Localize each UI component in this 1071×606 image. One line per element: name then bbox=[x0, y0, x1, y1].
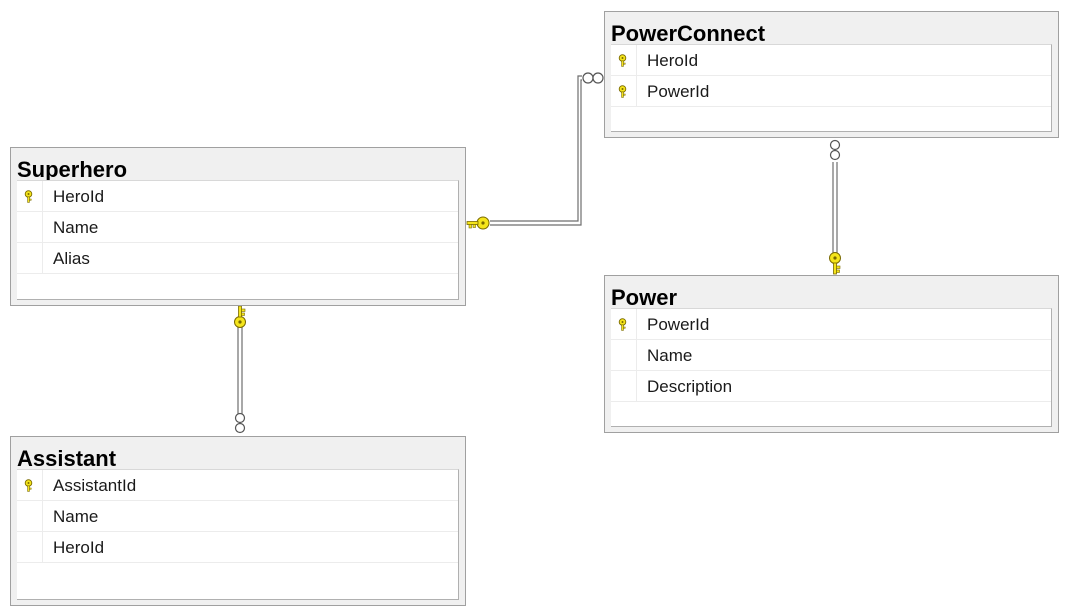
column-row[interactable]: HeroId bbox=[17, 181, 458, 212]
column-name: AssistantId bbox=[53, 476, 137, 495]
column-row[interactable]: PowerId bbox=[611, 76, 1051, 107]
column-name: Alias bbox=[53, 249, 90, 268]
table-title: Power bbox=[611, 285, 678, 310]
column-row[interactable]: Name bbox=[17, 212, 458, 243]
one-end-key-icon bbox=[234, 305, 246, 328]
column-row[interactable]: HeroId bbox=[611, 45, 1051, 76]
primary-key-icon bbox=[618, 54, 627, 67]
column-name: Name bbox=[53, 507, 99, 526]
row-selector[interactable] bbox=[611, 45, 637, 75]
primary-key-icon bbox=[618, 85, 627, 98]
column-row[interactable]: Name bbox=[17, 501, 458, 532]
row-selector[interactable] bbox=[611, 76, 637, 106]
one-end-key-icon bbox=[829, 252, 841, 275]
column-row[interactable]: Description bbox=[611, 371, 1051, 402]
column-name: PowerId bbox=[647, 82, 710, 101]
many-end-infinity-icon bbox=[582, 72, 604, 84]
relationship-superhero-assistant[interactable] bbox=[237, 324, 243, 414]
column-name: Name bbox=[647, 346, 693, 365]
primary-key-icon bbox=[618, 318, 627, 331]
primary-key-icon bbox=[24, 479, 33, 492]
relationship-power-powerconnect[interactable] bbox=[832, 162, 838, 254]
column-name: PowerId bbox=[647, 315, 710, 334]
primary-key-icon bbox=[24, 190, 33, 203]
column-row[interactable]: AssistantId bbox=[17, 470, 458, 501]
many-end-infinity-icon bbox=[234, 412, 246, 434]
row-selector[interactable] bbox=[17, 212, 43, 242]
row-selector[interactable] bbox=[611, 309, 637, 339]
table-title: Superhero bbox=[17, 157, 128, 182]
column-name: Name bbox=[53, 218, 99, 237]
row-selector[interactable] bbox=[611, 371, 637, 401]
row-selector[interactable] bbox=[17, 243, 43, 273]
column-row[interactable]: HeroId bbox=[17, 532, 458, 563]
row-selector[interactable] bbox=[17, 181, 43, 211]
column-name: HeroId bbox=[647, 51, 699, 70]
table-title: PowerConnect bbox=[611, 21, 766, 46]
one-end-key-icon bbox=[466, 216, 490, 230]
row-selector[interactable] bbox=[17, 470, 43, 500]
many-end-infinity-icon bbox=[829, 139, 841, 161]
column-row[interactable]: Name bbox=[611, 340, 1051, 371]
table-title: Assistant bbox=[17, 446, 117, 471]
column-name: HeroId bbox=[53, 538, 105, 557]
column-name: HeroId bbox=[53, 187, 105, 206]
column-name: Description bbox=[647, 377, 733, 396]
column-row[interactable]: PowerId bbox=[611, 309, 1051, 340]
row-selector[interactable] bbox=[17, 501, 43, 531]
relationship-superhero-powerconnect[interactable] bbox=[490, 75, 582, 226]
column-row[interactable]: Alias bbox=[17, 243, 458, 274]
row-selector[interactable] bbox=[17, 532, 43, 562]
row-selector[interactable] bbox=[611, 340, 637, 370]
